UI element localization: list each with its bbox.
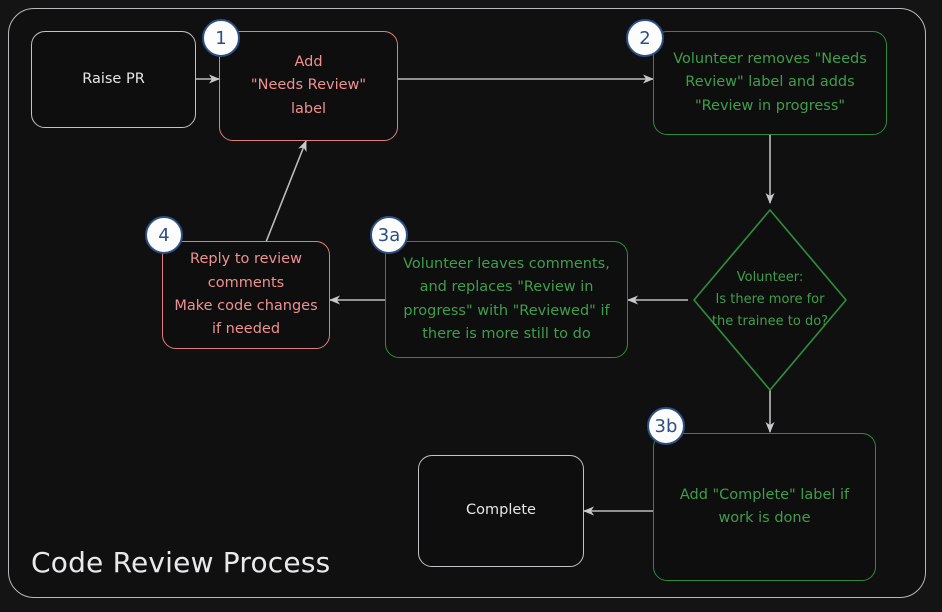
node-add-needs-review[interactable]: Add "Needs Review" label xyxy=(219,31,398,141)
node-volunteer-takes-label: Volunteer removes "Needs Review" label a… xyxy=(673,50,867,114)
badge-step-3b[interactable]: 3b xyxy=(647,407,685,445)
node-raise-pr[interactable]: Raise PR xyxy=(31,31,196,128)
diagram-title: Code Review Process xyxy=(31,546,331,579)
node-add-complete-label-text: Add "Complete" label if work is done xyxy=(679,486,850,526)
node-complete-label: Complete xyxy=(466,502,536,519)
node-add-needs-review-label: Add "Needs Review" label xyxy=(250,53,367,117)
badge-step-4[interactable]: 4 xyxy=(145,216,183,254)
node-reply-to-comments-label: Reply to review comments Make code chang… xyxy=(174,251,318,338)
node-volunteer-comments[interactable]: Volunteer leaves comments, and replaces … xyxy=(385,241,628,358)
node-volunteer-comments-label: Volunteer leaves comments, and replaces … xyxy=(403,255,610,342)
node-decision-label: Volunteer: Is there more for the trainee… xyxy=(711,269,829,330)
node-raise-pr-label: Raise PR xyxy=(82,70,145,87)
node-complete[interactable]: Complete xyxy=(418,455,584,567)
diamond-shape xyxy=(693,209,847,391)
node-add-complete-label[interactable]: Add "Complete" label if work is done xyxy=(653,433,876,581)
node-decision-more-work[interactable]: Volunteer: Is there more for the trainee… xyxy=(688,205,852,395)
node-reply-to-comments[interactable]: Reply to review comments Make code chang… xyxy=(162,241,330,349)
node-volunteer-takes[interactable]: Volunteer removes "Needs Review" label a… xyxy=(653,31,887,135)
badge-step-1[interactable]: 1 xyxy=(202,19,240,57)
badge-step-2[interactable]: 2 xyxy=(626,19,664,57)
badge-step-3a[interactable]: 3a xyxy=(370,216,408,254)
